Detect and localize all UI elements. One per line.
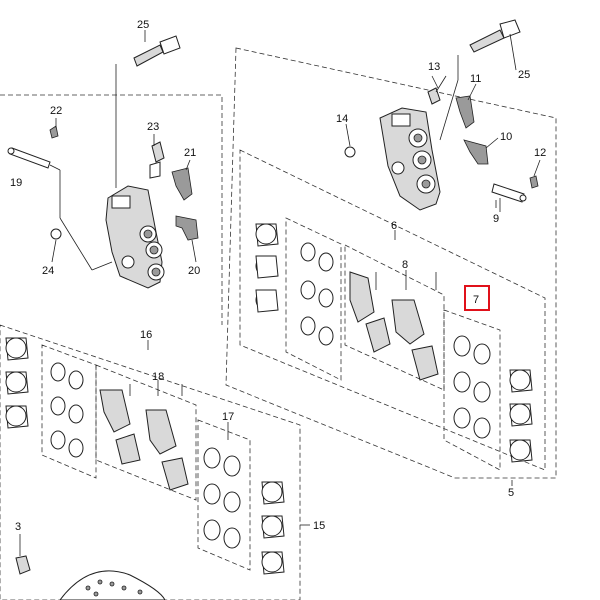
bleed-screw-13 xyxy=(427,75,447,105)
plug-14 xyxy=(344,123,356,158)
kit-group-16-frame xyxy=(41,344,97,479)
kit-group-17-frame xyxy=(197,419,251,571)
callout-12: 12 xyxy=(534,147,546,159)
caliper-bolt-left xyxy=(115,35,181,188)
right-caliper-body xyxy=(379,107,441,211)
callout-5: 5 xyxy=(508,487,514,499)
kit-group-8-frame xyxy=(344,244,445,391)
right-kit-frame xyxy=(239,149,546,471)
disc-bolt-3 xyxy=(15,534,31,575)
callout-24: 24 xyxy=(42,265,54,277)
callout-25-right: 25 xyxy=(518,69,530,81)
right-seals-6 xyxy=(300,242,334,346)
pad-pin-19 xyxy=(7,147,61,218)
callout-22: 22 xyxy=(50,105,62,117)
callout-11: 11 xyxy=(470,73,481,85)
left-pads-18 xyxy=(99,389,189,491)
clip-22 xyxy=(49,118,59,139)
callout-18: 18 xyxy=(152,371,164,383)
right-caliper-frame xyxy=(225,47,557,479)
leader-lines xyxy=(129,30,517,526)
callout-19: 19 xyxy=(10,177,22,189)
kit-group-6-frame xyxy=(285,217,342,381)
leader-19b xyxy=(91,261,113,271)
spring-10 xyxy=(463,137,499,165)
leader-19 xyxy=(59,217,93,271)
callout-23: 23 xyxy=(147,121,159,133)
callout-6: 6 xyxy=(391,220,397,232)
callout-25-left: 25 xyxy=(137,19,149,31)
plug-24 xyxy=(50,228,62,263)
caliper-bolt-right xyxy=(439,19,521,141)
clip-12 xyxy=(529,159,541,189)
callout-14: 14 xyxy=(336,113,348,125)
kit-group-7-frame xyxy=(443,309,501,471)
pad-spring-20 xyxy=(175,215,199,263)
callout-8: 8 xyxy=(402,259,408,271)
callout-7: 7 xyxy=(473,294,479,306)
callout-16: 16 xyxy=(140,329,152,341)
pad-pin-9 xyxy=(491,183,527,212)
callout-21: 21 xyxy=(184,147,196,159)
left-seals-17 xyxy=(203,447,241,549)
left-caliper-frame xyxy=(0,94,223,325)
left-caliper-body xyxy=(105,185,165,289)
callout-15: 15 xyxy=(313,520,325,532)
callout-17: 17 xyxy=(222,411,234,423)
highlight-box xyxy=(464,285,490,311)
left-pistons-inner xyxy=(261,481,285,575)
callout-20: 20 xyxy=(188,265,200,277)
brake-disc xyxy=(59,570,166,600)
right-pistons-inner xyxy=(509,369,533,463)
callout-10: 10 xyxy=(500,131,512,143)
callout-3: 3 xyxy=(15,521,21,533)
right-pads-8 xyxy=(349,271,439,381)
kit-group-18-frame xyxy=(95,364,197,501)
clip-11 xyxy=(455,83,477,129)
right-seals-7 xyxy=(453,335,491,439)
callout-9: 9 xyxy=(493,213,499,225)
left-kit-frame xyxy=(0,324,301,600)
right-pistons-outer xyxy=(255,223,279,313)
bleed-screw-23 xyxy=(149,134,165,179)
callout-13: 13 xyxy=(428,61,440,73)
left-seals-16 xyxy=(50,362,84,458)
clip-21 xyxy=(171,159,193,201)
left-pistons-outer xyxy=(5,337,29,429)
